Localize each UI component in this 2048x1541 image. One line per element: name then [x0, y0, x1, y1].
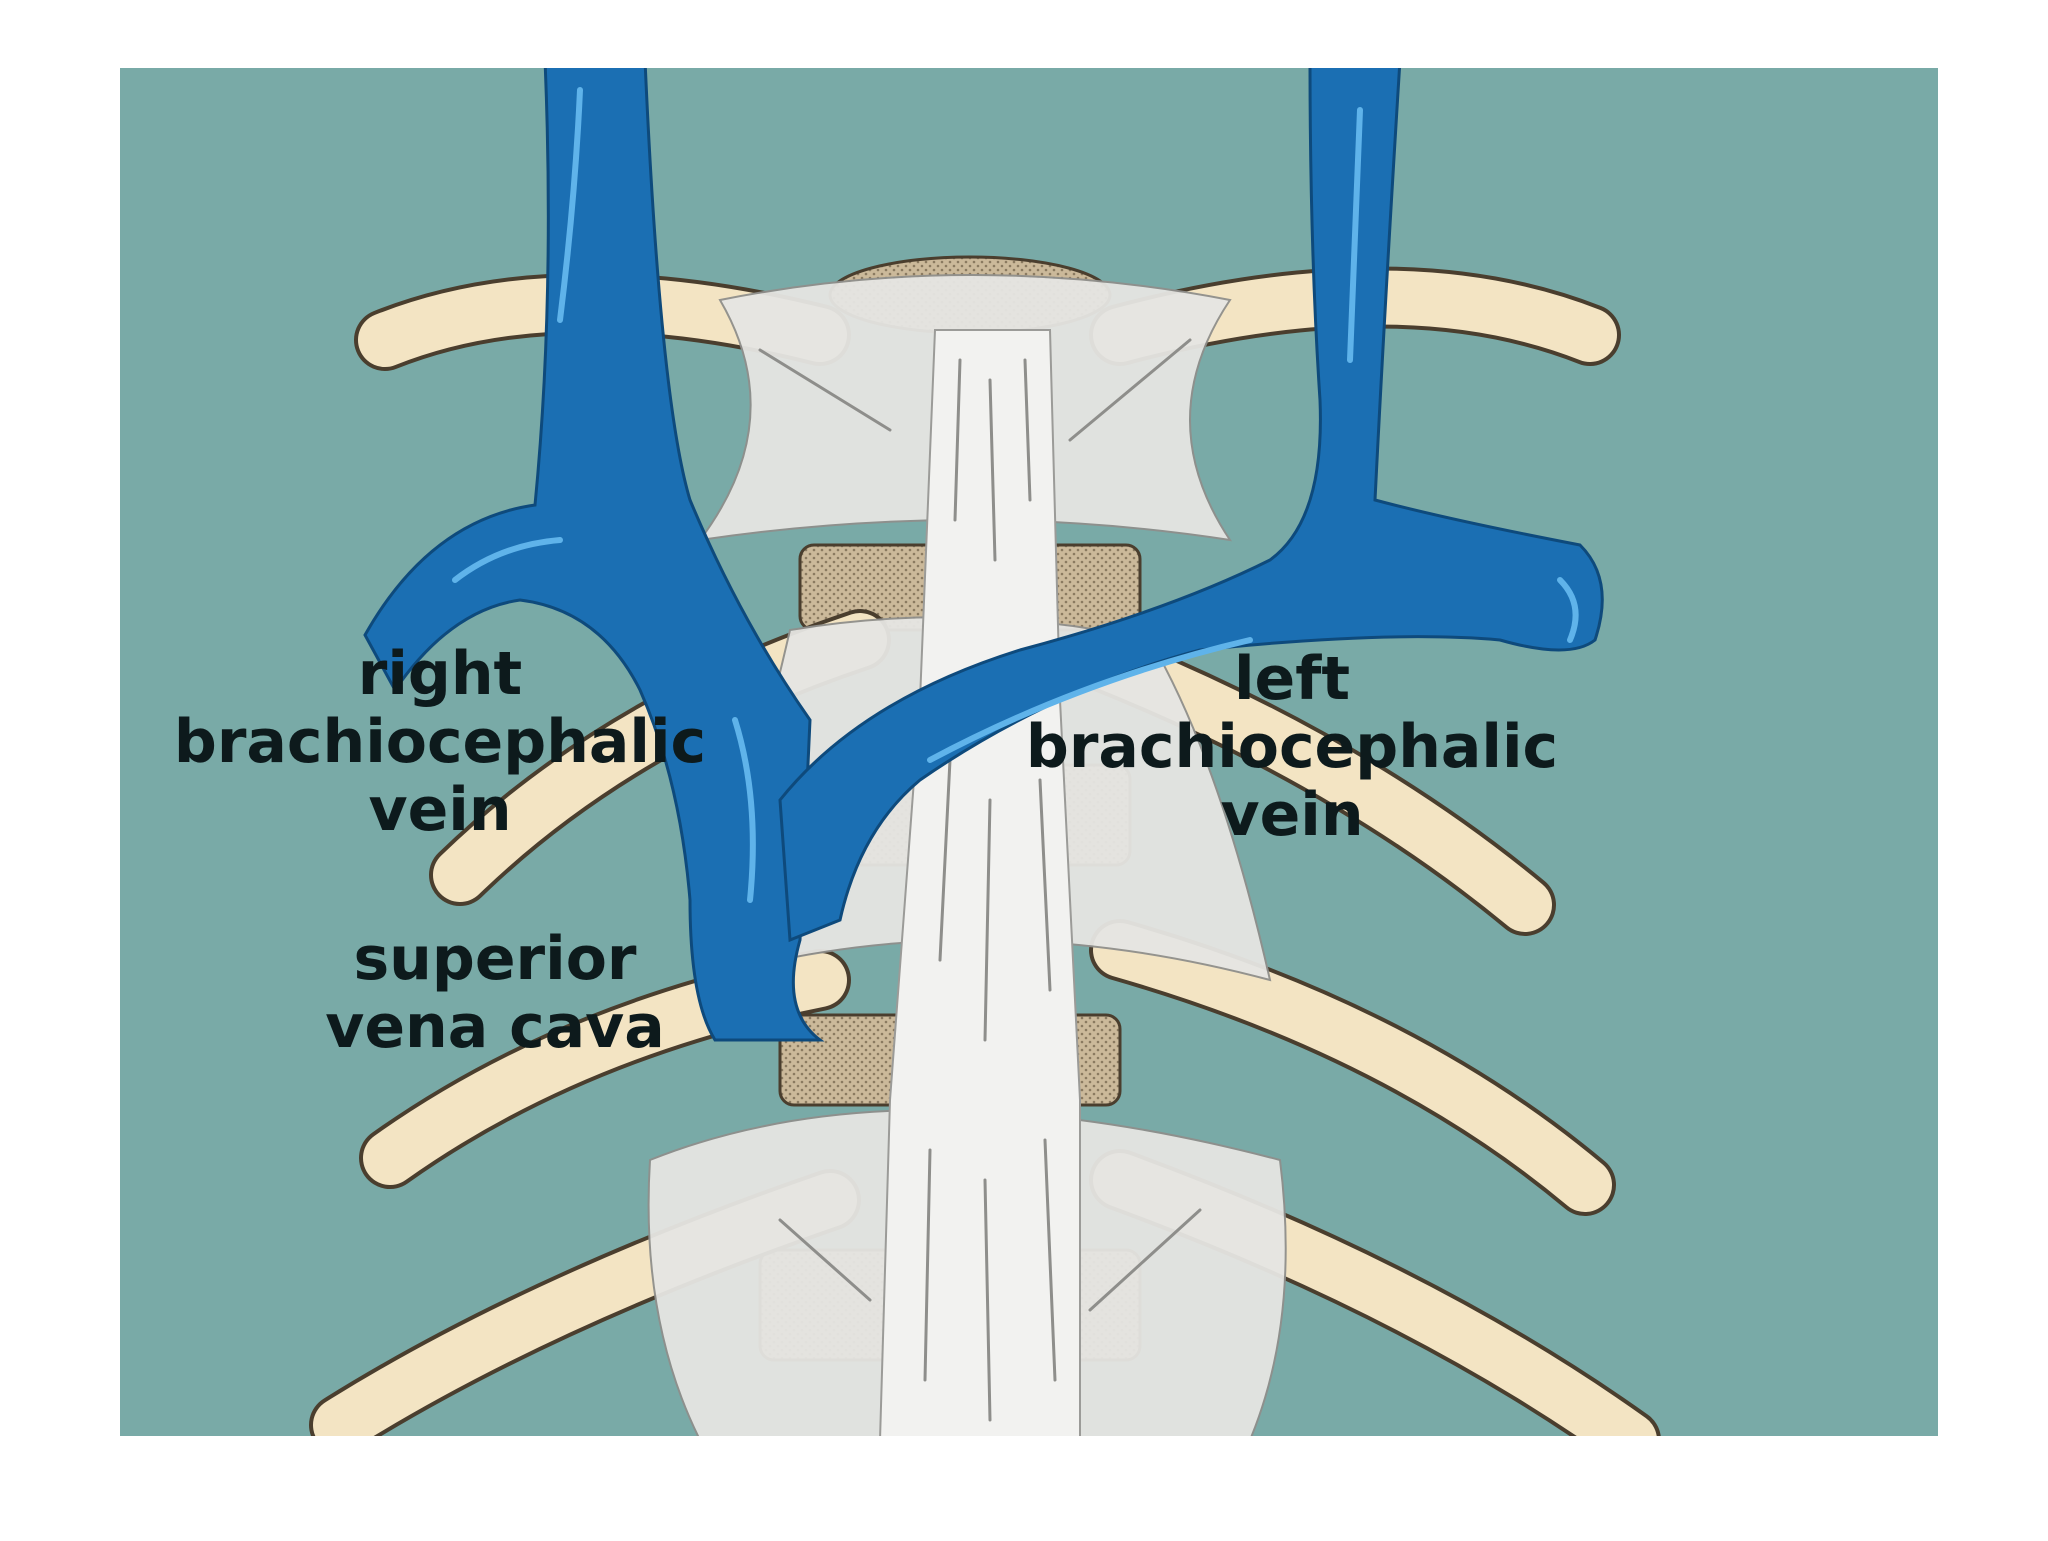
- label-superior-vena-cava: superior vena cava: [325, 925, 665, 1061]
- left-brachiocephalic-vein: [778, 68, 1604, 943]
- label-line: vena cava: [325, 992, 665, 1062]
- label-line: brachiocephalic: [1025, 712, 1559, 782]
- fiber-strokes: [758, 338, 1202, 1422]
- label-line: vein: [368, 775, 512, 845]
- label-line: vein: [1220, 780, 1364, 850]
- label-line: brachiocephalic: [173, 707, 707, 777]
- rib-left-3: [1089, 919, 1616, 1216]
- label-left-brachiocephalic-vein: left brachiocephalic vein: [1026, 645, 1558, 849]
- right-brachiocephalic-vein: [363, 68, 825, 1042]
- label-line: left: [1233, 644, 1351, 714]
- vein-highlights: [452, 87, 1579, 903]
- veins: [363, 68, 1604, 1042]
- label-line: right: [357, 639, 523, 709]
- label-right-brachiocephalic-vein: right brachiocephalic vein: [174, 640, 706, 844]
- label-line: superior: [353, 924, 637, 994]
